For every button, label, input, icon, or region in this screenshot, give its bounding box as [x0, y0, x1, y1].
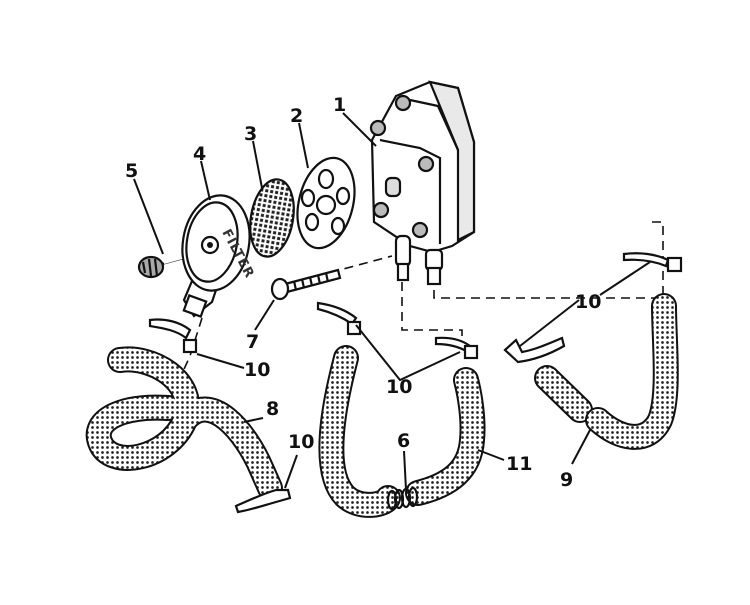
- cover-screw: [137, 255, 185, 279]
- filter-screen: [249, 178, 295, 258]
- fuel-hose-11: [318, 345, 486, 518]
- leader-lines: [133, 112, 651, 491]
- callout-2: 2: [290, 105, 303, 127]
- fuel-hose-8: [85, 346, 283, 501]
- callout-10-center: 10: [386, 376, 412, 398]
- long-screw: [270, 268, 342, 301]
- fuel-hose-9: [534, 293, 679, 450]
- callout-9: 9: [560, 469, 573, 491]
- callout-3: 3: [244, 123, 257, 145]
- hose-clamps: [148, 252, 683, 514]
- callout-10-left: 10: [244, 359, 270, 381]
- fuel-pump-body: [369, 80, 476, 286]
- callout-10-bottom: 10: [288, 431, 314, 453]
- callout-7: 7: [246, 331, 259, 353]
- callout-6: 6: [397, 430, 410, 452]
- callout-11: 11: [506, 453, 532, 475]
- callout-1: 1: [333, 94, 346, 116]
- callout-5: 5: [125, 160, 138, 182]
- callout-10-right: 10: [575, 291, 601, 313]
- filter-cover: FILTER: [181, 194, 257, 319]
- gasket: [296, 156, 356, 250]
- callout-8: 8: [266, 398, 279, 420]
- callouts: 1 2 3 4 5 6 7 8 9 10 10 10 10 11: [125, 94, 601, 491]
- callout-4: 4: [193, 143, 206, 165]
